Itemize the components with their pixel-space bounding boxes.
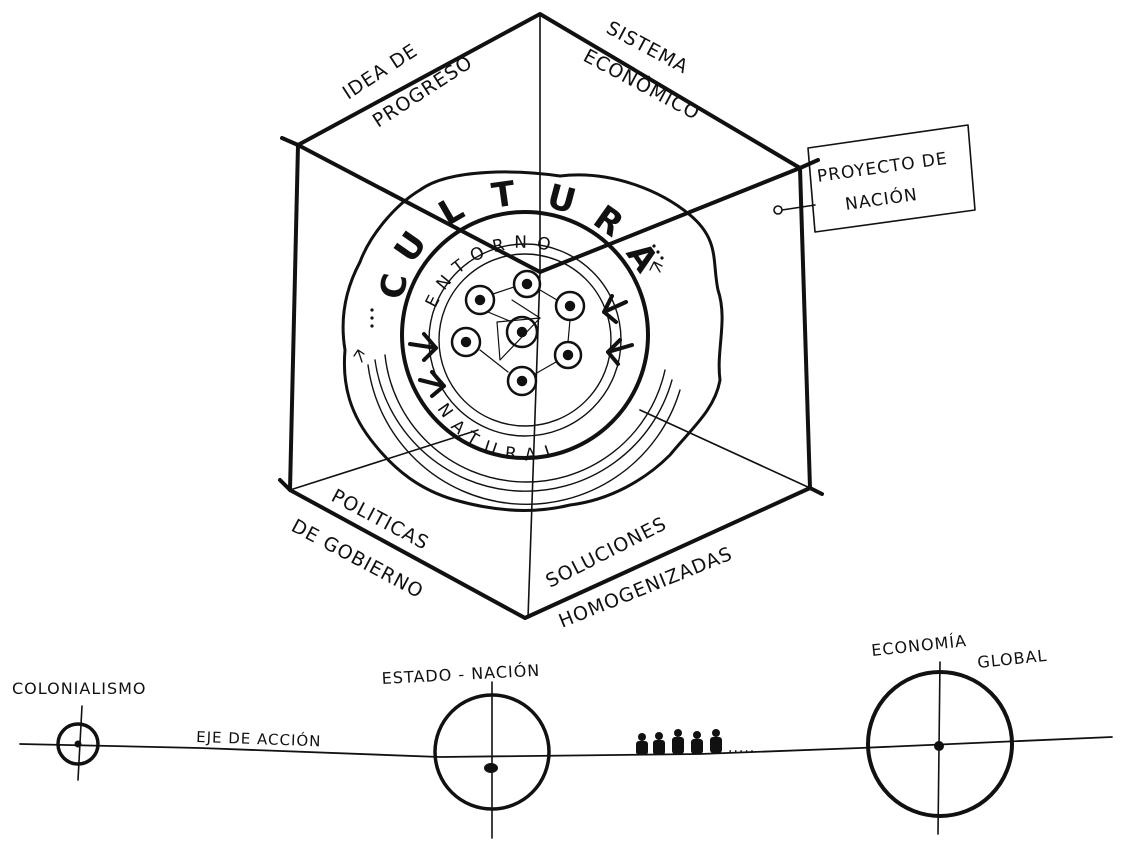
stage-colonialismo: COLONIALISMO: [12, 679, 147, 698]
culture-letter: A: [618, 235, 666, 280]
culture-letter: T: [489, 174, 519, 217]
proyecto-callout: PROYECTO DE NACIÓN: [774, 125, 975, 232]
action-axis: [20, 737, 1112, 757]
timeline: ..... COLONIALISMO ESTADO - NACIÓN ECONO…: [12, 631, 1112, 838]
stage-economia: ECONOMÍA: [870, 631, 967, 660]
face-label-bottom-right: SOLUCIONES HOMOGENIZADAS: [542, 513, 736, 633]
stage-global: GLOBAL: [976, 646, 1048, 672]
callout-line: NACIÓN: [844, 183, 919, 215]
culture-letter: U: [387, 224, 436, 270]
community-nodes: [452, 271, 584, 395]
callout-line: PROYECTO DE: [816, 149, 949, 187]
culture-letter: C: [372, 270, 416, 303]
people-figures: [636, 729, 722, 755]
axis-label: EJE DE ACCIÓN: [196, 727, 322, 750]
culture-letter: U: [543, 177, 581, 223]
estado-nacion-dot: [484, 763, 498, 773]
face-label-top-right: SISTEMA ECONÓMICO: [580, 17, 705, 125]
stage-estado-nacion: ESTADO - NACIÓN: [381, 661, 540, 688]
cube-hidden-edges: [290, 14, 810, 618]
timeline-ellipsis: .....: [728, 740, 755, 756]
cube: [290, 14, 810, 618]
